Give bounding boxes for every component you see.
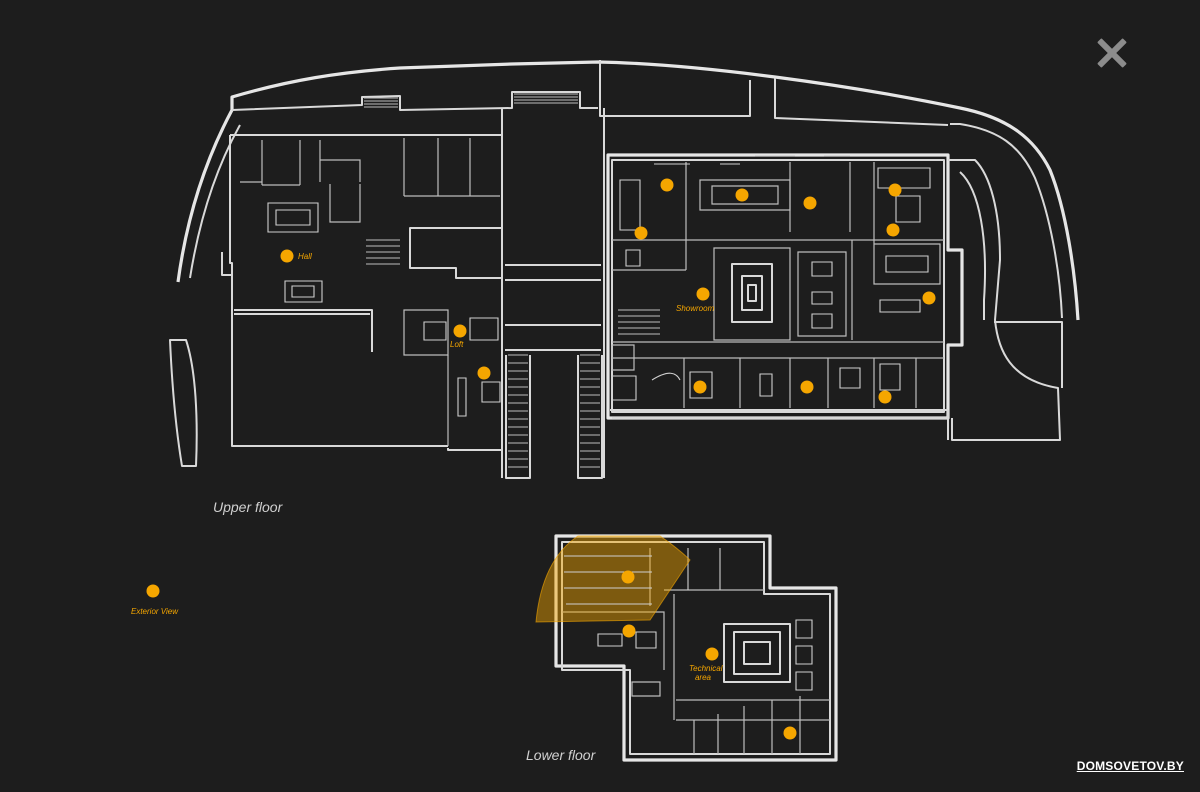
hotspot-lower-3[interactable]	[783, 726, 797, 740]
hotspot-room-9[interactable]	[800, 380, 814, 394]
site-watermark: DOMSOVETOV.BY	[1076, 759, 1184, 773]
upper-floor-plan	[169, 60, 1080, 479]
hotspot-showroom[interactable]	[696, 287, 710, 301]
hotspot-lower-1[interactable]	[621, 570, 635, 584]
hotspot-room-3[interactable]	[803, 196, 817, 210]
hotspot-lower-2[interactable]	[622, 624, 636, 638]
hotspot-label-hall: Hall	[298, 252, 312, 261]
hotspot-label-technical: Technical area	[689, 664, 723, 682]
hotspot-room-6[interactable]	[886, 223, 900, 237]
hotspot-label-loft: Loft	[450, 340, 464, 349]
hotspot-technical-area[interactable]	[705, 647, 719, 661]
hotspot-room-5[interactable]	[634, 226, 648, 240]
lower-floor-label: Lower floor	[526, 747, 596, 763]
hotspot-label-showroom: Showroom	[676, 304, 715, 313]
hotspot-loft[interactable]	[453, 324, 467, 338]
upper-floor-label: Upper floor	[213, 499, 283, 515]
hotspots	[146, 178, 936, 740]
lower-floor-plan	[535, 534, 838, 762]
hotspot-label-exterior: Exterior View	[131, 607, 178, 616]
hotspot-room-2[interactable]	[735, 188, 749, 202]
hotspot-room-8[interactable]	[693, 380, 707, 394]
close-icon[interactable]	[1096, 37, 1128, 69]
hotspot-hall[interactable]	[280, 249, 294, 263]
hotspot-room-4[interactable]	[888, 183, 902, 197]
hotspot-exterior-view[interactable]	[146, 584, 160, 598]
hotspot-room-7[interactable]	[922, 291, 936, 305]
hotspot-loft-kitchen[interactable]	[477, 366, 491, 380]
hotspot-room-1[interactable]	[660, 178, 674, 192]
hotspot-room-10[interactable]	[878, 390, 892, 404]
